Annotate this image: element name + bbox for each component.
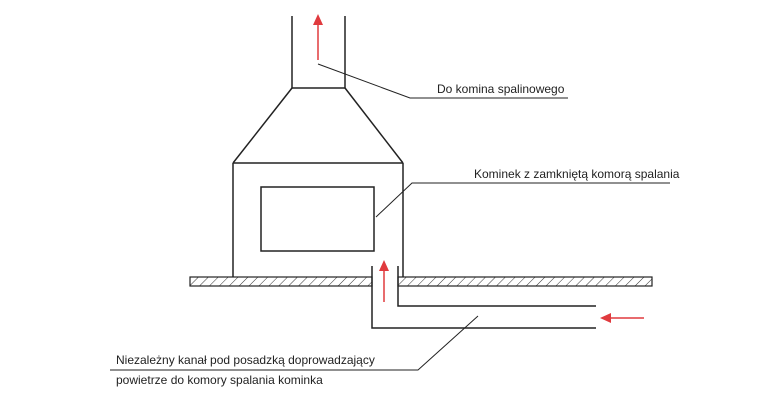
chimney-label: Do komina spalinowego [437, 82, 565, 96]
fireplace-hood [232, 87, 404, 164]
intake-flow-arrow [600, 313, 644, 323]
floor-slab [189, 276, 653, 287]
underfloor-air-duct [371, 266, 596, 329]
exhaust-flow-arrow [313, 14, 323, 60]
fireplace-body [232, 162, 404, 277]
duct-leader [110, 315, 479, 371]
supply-flow-arrow [379, 260, 389, 302]
duct-label-line2: powietrze do komory spalania kominka [116, 373, 323, 387]
leader-lines [110, 63, 670, 371]
duct-label-line1: Niezależny kanał pod posadzką doprowadza… [116, 353, 375, 367]
fireplace-label: Kominek z zamkniętą komorą spalania [474, 167, 680, 181]
chimney-leader [317, 63, 568, 99]
chimney-flue [291, 16, 346, 89]
combustion-chamber-window [260, 186, 375, 252]
fireplace-leader [375, 182, 670, 218]
